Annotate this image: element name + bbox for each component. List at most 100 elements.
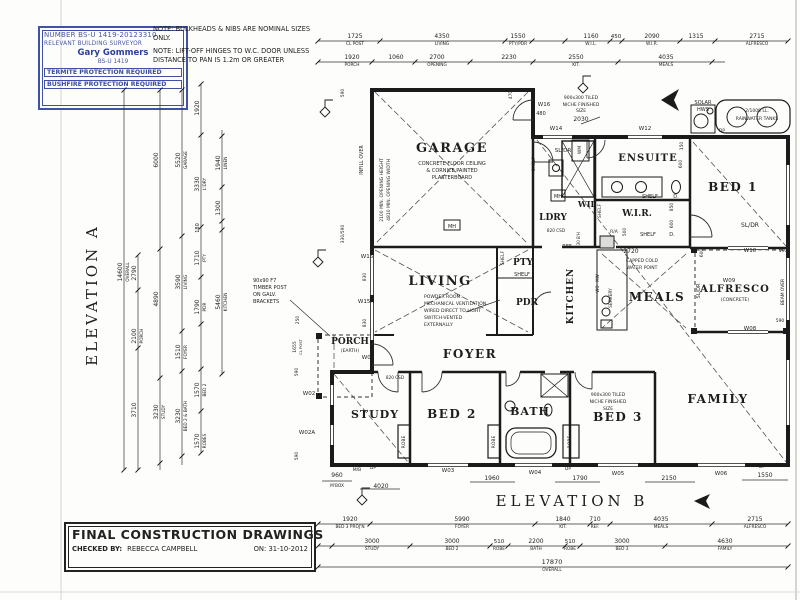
room-label-wir: W.I.R. — [621, 209, 652, 219]
dim-sub: BED 2 — [445, 546, 458, 552]
room-note: & CORNICE PAINTED — [426, 168, 477, 174]
room-label-bed2: BED 2 — [427, 407, 477, 421]
section-markers — [312, 75, 591, 506]
room-label-garage: GARAGE — [416, 141, 488, 156]
dim-sub: STUDY — [161, 405, 167, 420]
dim: 2150 — [661, 475, 676, 482]
tank-label: RAINWATER TANKS — [736, 116, 779, 122]
note-bulkheads: NOTE: BULKHEADS & NIBS ARE NOMINAL SIZES… — [153, 25, 311, 42]
dim-sub: OVERALL — [125, 262, 131, 282]
dim-sub: M'BOX — [330, 483, 344, 489]
stamp-number: NUMBER BS-U 1419-20123310 — [44, 31, 157, 39]
dim: 4630 — [717, 538, 732, 545]
sldr-label: SL/DR — [741, 222, 759, 229]
beam-note: BEAM OVER — [780, 279, 786, 305]
dim: 830 — [362, 273, 368, 282]
shelf-label: SHELF — [640, 232, 656, 238]
dim: 850 — [669, 203, 675, 212]
fixtures-group — [397, 99, 791, 459]
solar-label: SOLAR — [695, 100, 712, 106]
dp-label: DP — [719, 128, 725, 133]
termite-protection-note: TERMITE PROTECTION REQUIRED — [44, 68, 182, 77]
dim: 2790 — [131, 265, 138, 280]
dim-sub: ROBES — [202, 433, 208, 448]
niche-note: 900x300 TILED — [591, 392, 626, 398]
window-label: W01 — [362, 355, 374, 361]
shelf-label: SHELF — [514, 272, 530, 278]
sldr-label: SL/DR — [555, 148, 572, 154]
stamp-surveyor-label: RELEVANT BUILDING SURVEYOR — [44, 41, 143, 47]
water-point-dim: 2720 — [623, 248, 638, 255]
room-note: PLASTERBOARD — [432, 175, 472, 181]
dim: 4890 — [153, 291, 160, 306]
tank-label: 2/1000 LL. — [745, 108, 769, 114]
dim: 590 — [776, 318, 785, 324]
room-label-meals: MEALS — [629, 290, 685, 304]
dim-sub: REF. — [591, 524, 600, 530]
niche-note: SIZE — [576, 108, 586, 114]
robe-label: ROBE — [491, 436, 497, 449]
dim: 1550 — [757, 472, 772, 479]
post-note: BRACKETS — [253, 299, 279, 305]
dim-sub: LINEN — [223, 157, 229, 170]
dim: 14600 — [117, 262, 124, 281]
room-label-porch: PORCH — [331, 337, 369, 347]
dim: 600 — [699, 249, 705, 258]
door-arcs — [371, 99, 713, 393]
dim-sub: PORCH — [345, 62, 360, 68]
dim: 470 — [508, 91, 514, 100]
dim: 17870 — [542, 558, 563, 566]
window-label: W16 — [538, 102, 551, 108]
dim: 3710 — [131, 402, 138, 417]
post-note: ON GALV. — [253, 292, 277, 298]
appliance-label: MW — [595, 274, 600, 281]
dim: 5990 — [454, 516, 469, 523]
dim-sub: GARAGE — [183, 151, 189, 169]
dim: 960 — [331, 472, 343, 479]
dim: 1655 — [292, 341, 298, 353]
room-label-family: FAMILY — [687, 392, 748, 406]
dim: 2090 — [644, 33, 659, 40]
room-label-study: STUDY — [351, 408, 399, 421]
room-label-pty: PTY — [513, 258, 533, 268]
dim: 180 — [195, 223, 201, 233]
dim: 1300 — [215, 200, 222, 215]
room-label-pdr: PDR — [516, 298, 539, 308]
dim-sub: ROBE — [493, 546, 505, 552]
dim: 3000 — [444, 538, 459, 545]
room-label-ldry: LDRY — [539, 213, 567, 223]
window-label: W15 — [361, 254, 374, 260]
wm-label: WM — [577, 146, 583, 154]
dim: 600 — [678, 160, 684, 169]
dim-sub: ROBE — [564, 546, 576, 552]
window-label: W08 — [744, 326, 757, 332]
dim: 510 — [494, 539, 505, 545]
note-hinges: NOTE: LIFT-OFF HINGES TO W.C. DOOR UNLES… — [153, 47, 310, 64]
dim: 590 — [294, 452, 300, 461]
stamp-surveyor-name: Gary Gommers — [77, 48, 149, 58]
general-notes: NOTE: BULKHEADS & NIBS ARE NOMINAL SIZES… — [153, 25, 311, 69]
appliance-label: WO — [595, 285, 600, 292]
dim: 1570 — [194, 433, 201, 448]
dim: 5460 — [215, 294, 222, 309]
dim-sub: FOYER — [455, 524, 469, 530]
window-label: W04 — [529, 470, 542, 476]
elevation-a-label: ELEVATION A — [83, 224, 101, 366]
room-note: CONCRETE FLOOR CEILING — [418, 161, 486, 167]
dim: 830 — [362, 319, 368, 328]
dim-sub: MEALS — [659, 62, 674, 68]
room-label-bath: BATH — [510, 405, 550, 418]
niche-note: 900x300 TILED — [564, 95, 599, 101]
dim: 1060 — [388, 54, 403, 61]
dim-sub: ALFRESCO — [746, 41, 769, 47]
title-block: FINAL CONSTRUCTION DRAWINGS CHECKED BY: … — [64, 522, 323, 572]
room-label-living: LIVING — [408, 274, 471, 289]
windows-group — [329, 134, 791, 468]
garage-opening-note: 2100 MIN. OPENING HEIGHT — [379, 158, 385, 222]
roof-dashed-lines — [333, 91, 787, 463]
dim: 1920 — [342, 516, 357, 523]
window-label: W02 — [303, 391, 315, 397]
dim-sub: PTY — [202, 254, 208, 262]
